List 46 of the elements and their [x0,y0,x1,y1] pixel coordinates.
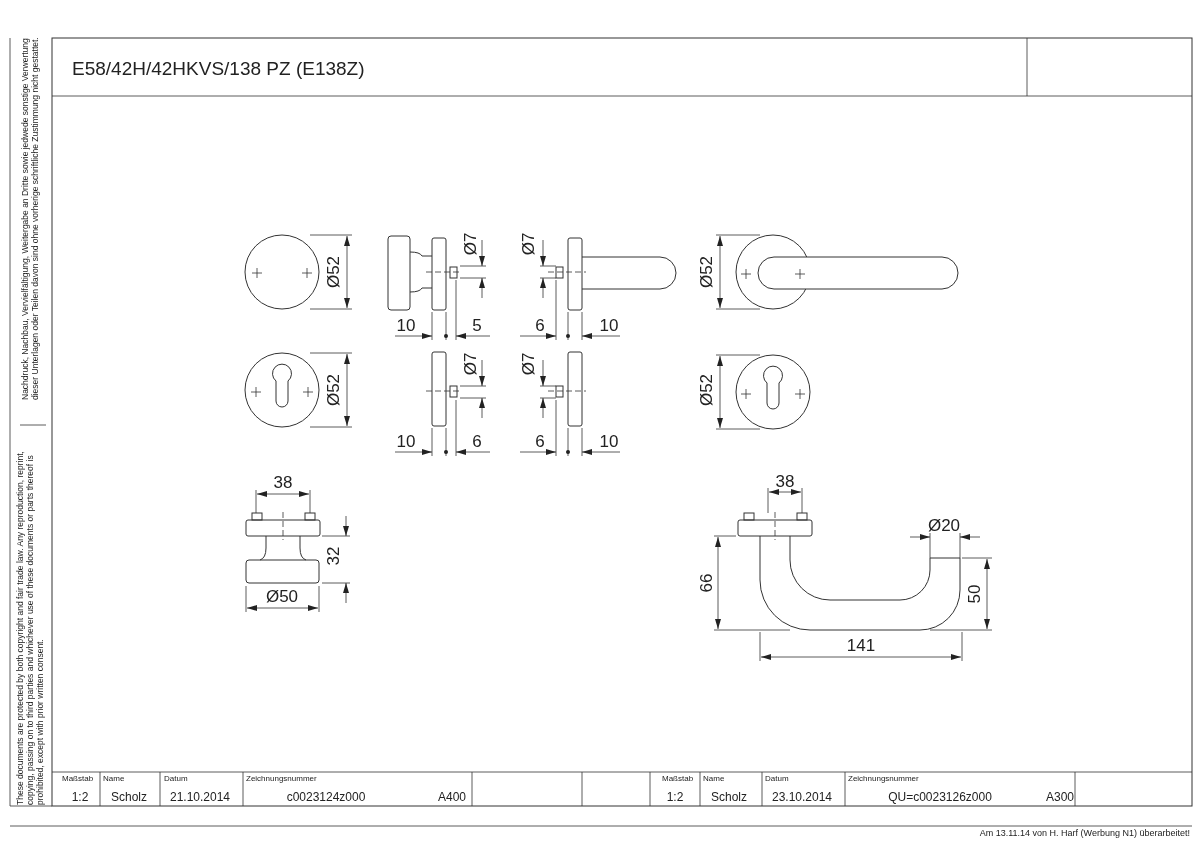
column-header: Name [103,775,125,783]
dimension-label: 10 [396,432,416,450]
dimension-label: 6 [535,432,545,450]
table-cell: 21.10.2014 [169,791,231,803]
dimension-label: 141 [846,636,876,654]
dimension-label: Ø52 [697,255,715,289]
table-cell: 1:2 [71,791,89,803]
table-cell: A300 [1046,791,1074,803]
column-header: Maßstab [62,775,94,783]
dimension-label: Ø7 [461,352,479,376]
dimension-label: 6 [472,432,482,450]
copyright-notice: Nachdruck, Nachbau, Vervielfältigung, Weitergabe an Dritte sowie jedwede sonstige Verwertung dieser Unterlagen oder Teilen davon sind ohne vorherige schriftliche Zustimmung nicht gestattet. [21,36,41,400]
column-header: Datum [765,775,789,783]
dimension-label: 5 [472,316,482,334]
dimension-label: 6 [535,316,545,334]
table-cell: c0023124z000 [286,791,366,803]
dimension-label: Ø7 [519,232,537,256]
table-cell: 23.10.2014 [771,791,833,803]
dimension-label: 10 [599,432,619,450]
column-header: Zeichnungsnummer [848,775,919,783]
dimension-label: 10 [396,316,416,334]
copyright-notice: These documents are protected by both copyright and fair trade law. Any reproduction, reprint, copying, passing on to third parties and whichever use of these documents or parts thereof is prohibited, except with prior written consent. [16,450,46,805]
table-cell: Scholz [111,791,147,803]
column-header: Name [703,775,725,783]
table-cell: 1:2 [666,791,684,803]
dimension-label: 38 [273,473,293,491]
dimension-label: 38 [775,472,795,490]
dimension-label: Ø7 [461,232,479,256]
column-header: Maßstab [662,775,694,783]
table-cell: QU=c0023126z000 [888,791,992,803]
revision-note: Am 13.11.14 von H. Harf (Werbung N1) überarbeitet! [979,828,1190,838]
dimension-label: 10 [599,316,619,334]
drawing-title: E58/42H/42HKVS/138 PZ (E138Z) [72,58,365,78]
dimension-label: Ø52 [324,255,342,289]
column-header: Zeichnungsnummer [246,775,317,783]
table-cell: A400 [438,791,466,803]
dimension-label: Ø52 [324,373,342,407]
dimension-label: 32 [324,546,342,566]
dimension-label: Ø50 [265,587,299,605]
dimension-label: Ø7 [519,352,537,376]
dimension-label: Ø52 [697,373,715,407]
dimension-label: 50 [965,584,983,604]
column-header: Datum [164,775,188,783]
dimension-label: Ø20 [927,516,961,534]
table-cell: Scholz [711,791,747,803]
dimension-label: 66 [697,573,715,593]
